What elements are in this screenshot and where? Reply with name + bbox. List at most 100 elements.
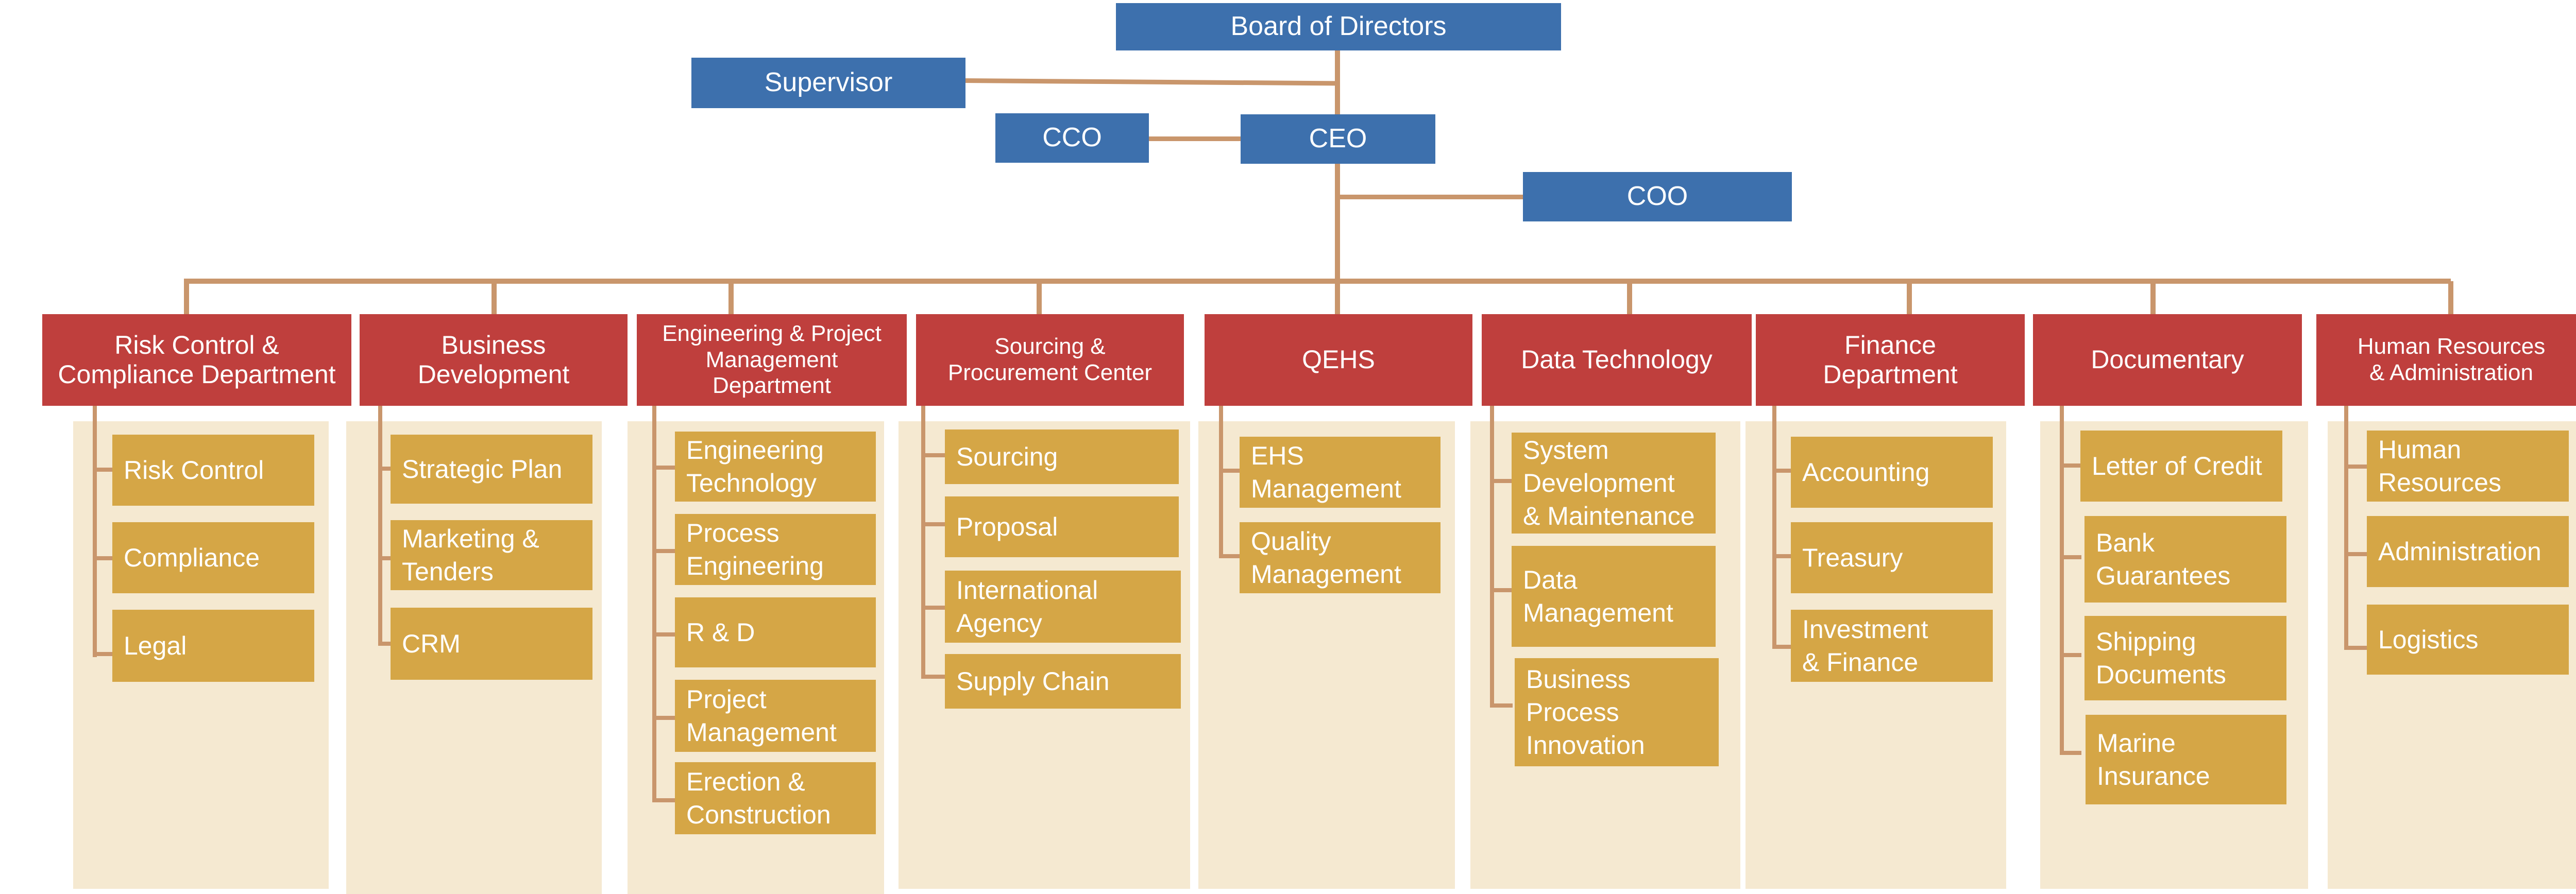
dept-box-documentary: Documentary [2033, 314, 2302, 406]
dept-label-sourcing-procurement: Sourcing & Procurement Center [947, 334, 1153, 385]
unit-box-r-and-d: R & D [675, 597, 876, 667]
board-of-directors-label: Board of Directors [1230, 11, 1447, 42]
dept-label-engineering-project-management: Engineering & Project Management Departm… [662, 321, 882, 399]
ceo-label: CEO [1309, 124, 1367, 154]
unit-tick [1490, 588, 1513, 592]
unit-tick [2060, 555, 2081, 559]
dept-drop-qehs [1335, 281, 1340, 315]
unit-box-accounting: Accounting [1791, 437, 1993, 508]
unit-tick [921, 522, 946, 526]
unit-tick [1772, 469, 1792, 473]
unit-label: Letter of Credit [2092, 452, 2262, 480]
unit-box-proposal: Proposal [945, 496, 1179, 557]
coo-box: COO [1523, 172, 1792, 221]
unit-tick [1490, 703, 1513, 708]
unit-tick [652, 549, 676, 553]
board-of-directors-box: Board of Directors [1116, 3, 1561, 50]
unit-label: Data Management [1523, 565, 1673, 627]
dept-drop-business-development [492, 281, 497, 315]
unit-tick [921, 453, 946, 457]
unit-box-supply-chain: Supply Chain [945, 654, 1181, 709]
unit-label: Risk Control [124, 456, 264, 485]
unit-tick [93, 652, 113, 656]
unit-spine-business-development [378, 405, 382, 646]
unit-box-business-process-innovation: Business Process Innovation [1515, 658, 1719, 766]
dept-box-engineering-project-management: Engineering & Project Management Departm… [637, 314, 907, 406]
unit-box-process-engineering: Process Engineering [675, 514, 876, 585]
unit-label: Sourcing [956, 442, 1058, 471]
unit-tick [1490, 479, 1513, 483]
unit-label: Human Resources [2378, 435, 2501, 497]
unit-label: Legal [124, 631, 187, 660]
cco-label: CCO [1042, 123, 1102, 153]
unit-box-strategic-plan: Strategic Plan [391, 435, 592, 504]
unit-box-administration: Administration [2367, 516, 2569, 587]
unit-tick [378, 556, 392, 560]
unit-spine-documentary [2060, 405, 2064, 755]
dept-drop-data-technology [1627, 281, 1632, 315]
unit-spine-engineering-project-management [652, 405, 656, 801]
unit-box-human-resources: Human Resources [2367, 431, 2569, 502]
dept-box-business-development: Business Development [360, 314, 628, 406]
connector-ceo-departments [1335, 164, 1340, 315]
unit-tick [2060, 751, 2081, 755]
unit-label: EHS Management [1251, 441, 1401, 503]
unit-tick [2344, 646, 2369, 650]
dept-label-human-resources-administration: Human Resources & Administration [2357, 334, 2546, 385]
dept-box-risk-control-compliance: Risk Control & Compliance Department [42, 314, 351, 406]
dept-drop-finance [1907, 281, 1912, 315]
unit-box-marketing-tenders: Marketing & Tenders [391, 520, 592, 590]
unit-spine-data-technology [1490, 405, 1494, 708]
dept-label-qehs: QEHS [1302, 345, 1375, 374]
unit-box-treasury: Treasury [1791, 522, 1993, 593]
unit-box-compliance: Compliance [112, 522, 314, 593]
unit-box-engineering-technology: Engineering Technology [675, 432, 876, 502]
dept-label-finance: Finance Department [1823, 330, 1958, 389]
unit-tick [93, 468, 113, 472]
unit-tick [921, 675, 946, 679]
ceo-box: CEO [1241, 114, 1435, 164]
unit-spine-sourcing-procurement [921, 405, 925, 679]
unit-box-logistics: Logistics [2367, 605, 2569, 675]
unit-label: Marketing & Tenders [402, 524, 539, 586]
supervisor-label: Supervisor [764, 67, 893, 98]
unit-box-project-management: Project Management [675, 680, 876, 752]
unit-box-crm: CRM [391, 608, 592, 680]
unit-box-marine-insurance: Marine Insurance [2086, 715, 2286, 804]
unit-spine-finance [1772, 405, 1776, 649]
unit-label: Supply Chain [956, 667, 1110, 696]
unit-box-international-agency: International Agency [945, 571, 1181, 643]
unit-box-sourcing: Sourcing [945, 429, 1179, 484]
unit-box-letter-of-credit: Letter of Credit [2080, 431, 2282, 502]
coo-label: COO [1626, 181, 1688, 212]
unit-box-quality-management: Quality Management [1240, 522, 1440, 593]
connector-departments-bus [184, 279, 2451, 284]
unit-label: Quality Management [1251, 527, 1401, 589]
unit-box-shipping-documents: Shipping Documents [2084, 616, 2286, 700]
connector-supervisor [964, 78, 1338, 86]
unit-label: Marine Insurance [2097, 729, 2210, 790]
unit-label: Logistics [2378, 625, 2479, 654]
dept-drop-engineering-project-management [728, 281, 734, 315]
unit-label: Bank Guarantees [2096, 528, 2231, 590]
unit-box-risk-control: Risk Control [112, 435, 314, 506]
unit-box-system-development: System Development & Maintenance [1512, 433, 1716, 534]
dept-box-finance: Finance Department [1756, 314, 2025, 406]
unit-tick [652, 716, 676, 720]
cco-box: CCO [995, 113, 1149, 163]
unit-tick [2344, 552, 2369, 556]
unit-tick [1772, 645, 1792, 649]
unit-spine-qehs [1219, 405, 1223, 558]
dept-box-human-resources-administration: Human Resources & Administration [2316, 314, 2576, 406]
unit-label: R & D [686, 618, 755, 647]
supervisor-box: Supervisor [691, 58, 965, 108]
unit-tick [2060, 463, 2081, 468]
unit-label: Erection & Construction [686, 767, 831, 829]
unit-tick [1772, 554, 1792, 558]
unit-label: CRM [402, 629, 461, 658]
unit-tick [1219, 554, 1242, 558]
unit-tick [378, 642, 392, 646]
unit-label: Proposal [956, 512, 1058, 541]
unit-spine-human-resources-administration [2344, 405, 2348, 650]
unit-box-investment-finance: Investment & Finance [1791, 610, 1993, 682]
